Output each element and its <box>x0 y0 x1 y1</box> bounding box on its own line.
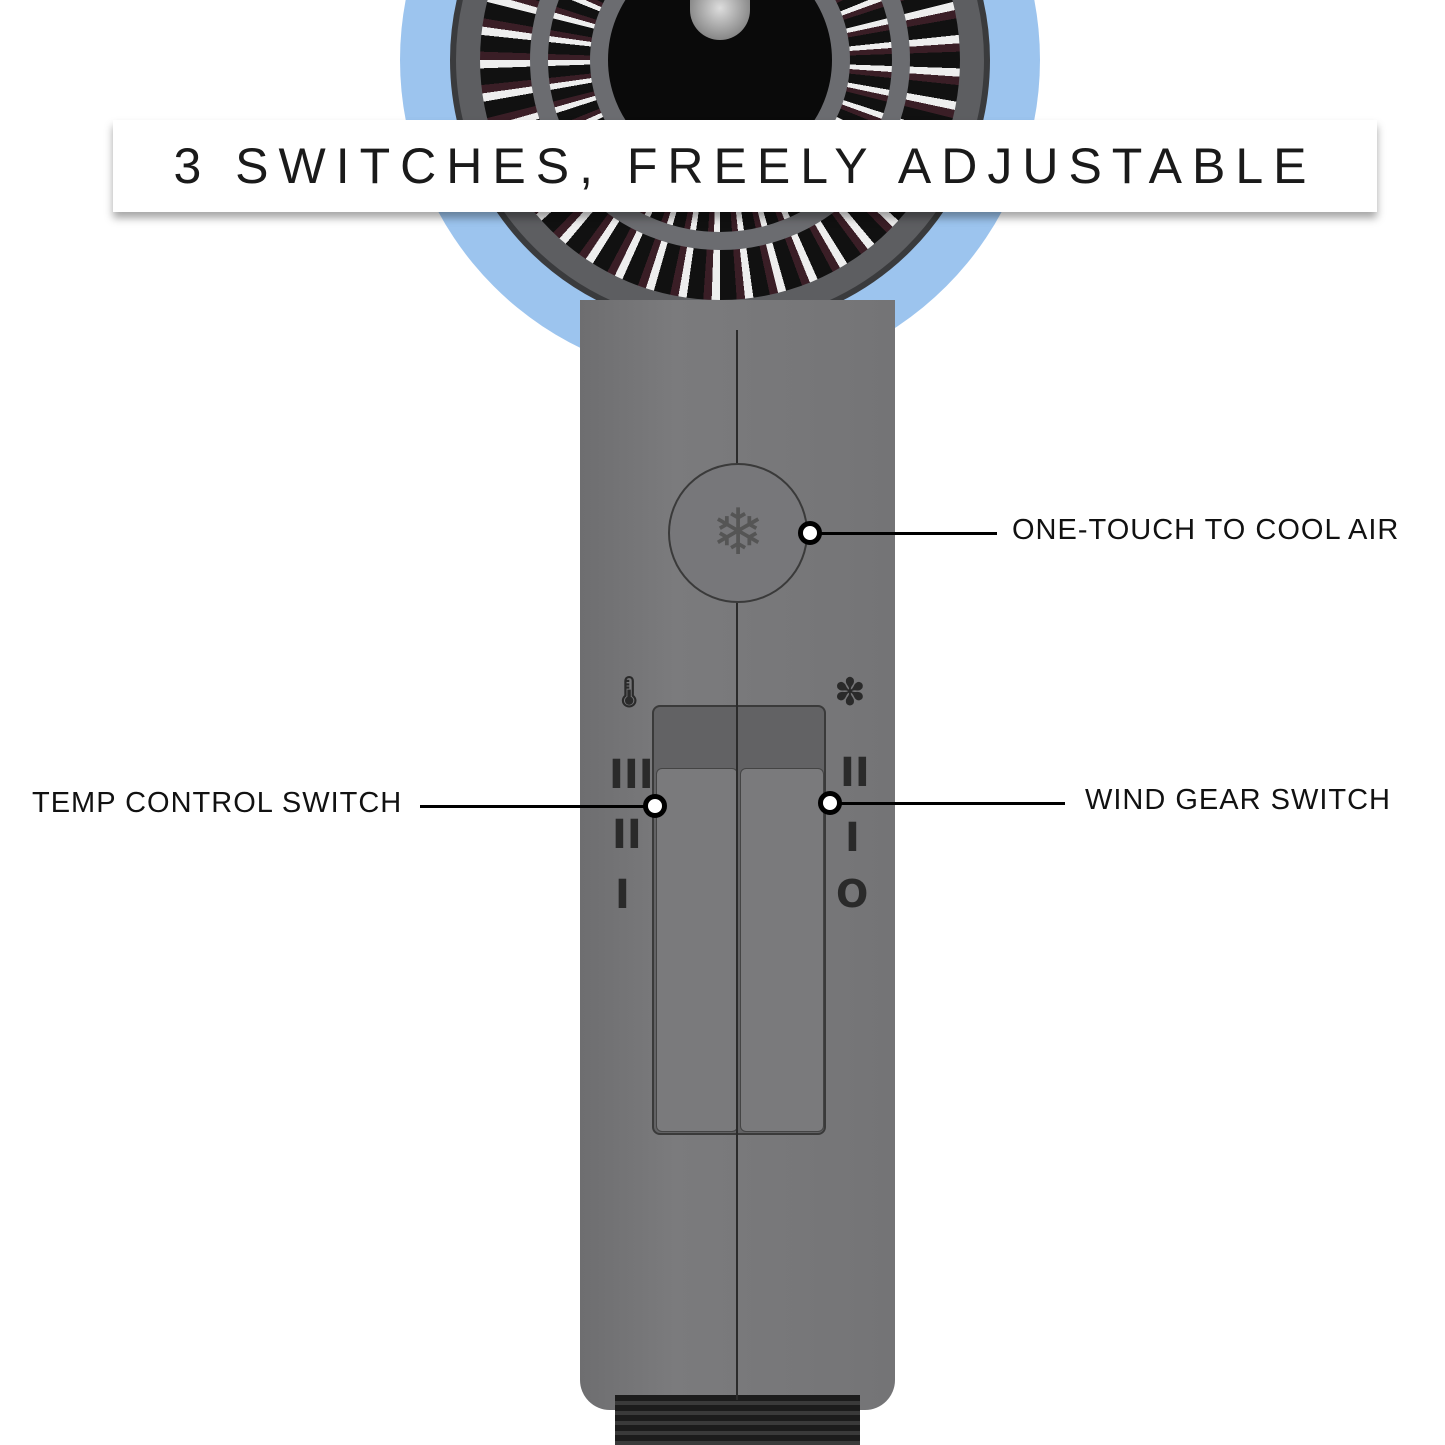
callout-dot-temp <box>643 794 667 818</box>
banner-title: 3 SWITCHES, FREELY ADJUSTABLE <box>173 138 1317 194</box>
title-banner: 3 SWITCHES, FREELY ADJUSTABLE <box>113 120 1377 212</box>
cool-air-button[interactable]: ❄ <box>668 463 808 603</box>
fan-icon: ✽ <box>834 670 866 714</box>
handle-seam <box>736 330 738 1400</box>
wind-level-2: II <box>840 750 870 796</box>
temp-control-slider[interactable] <box>656 768 738 1132</box>
temp-level-1: I <box>615 872 630 918</box>
wind-level-off: O <box>836 872 869 916</box>
callout-wind-switch: WIND GEAR SWITCH <box>1085 784 1391 816</box>
thermometer-icon: 🌡 <box>610 675 649 710</box>
snowflake-icon: ❄ <box>711 496 765 570</box>
temp-level-3: III <box>609 752 654 798</box>
callout-line-cool <box>810 532 997 535</box>
temp-level-2: II <box>612 812 642 858</box>
wind-level-1: I <box>845 815 860 861</box>
callout-temp-switch: TEMP CONTROL SWITCH <box>32 787 403 819</box>
cord-connector <box>615 1395 860 1445</box>
callout-dot-cool <box>798 521 822 545</box>
callout-cool-air: ONE-TOUCH TO COOL AIR <box>1012 514 1400 546</box>
callout-dot-wind <box>818 791 842 815</box>
callout-line-temp <box>420 805 655 808</box>
callout-line-wind <box>830 802 1065 805</box>
wind-gear-slider[interactable] <box>740 768 824 1132</box>
